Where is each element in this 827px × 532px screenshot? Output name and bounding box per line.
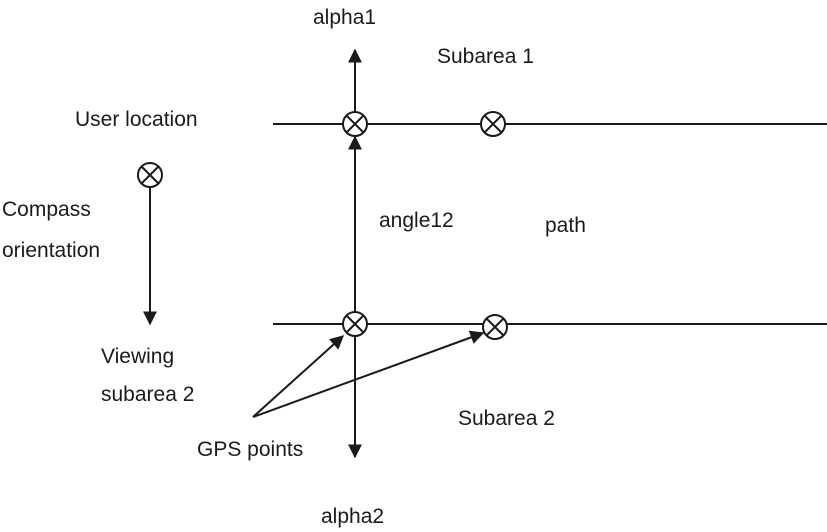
viewing-label: Viewing <box>101 345 175 368</box>
gps-marker-subarea2-a <box>342 311 368 337</box>
gps-arrow-2 <box>252 330 485 418</box>
gps-marker-subarea1-b <box>480 111 506 137</box>
alpha2-label: alpha2 <box>321 505 385 528</box>
subarea1-label: Subarea 1 <box>437 45 534 68</box>
gps-marker-subarea2-b <box>482 314 508 340</box>
angle12-label: angle12 <box>379 209 454 232</box>
gps-points-label: GPS points <box>197 438 304 461</box>
path-label: path <box>545 214 586 237</box>
compass-label: Compass <box>2 198 91 221</box>
user-location-marker <box>137 162 163 188</box>
orientation-label: orientation <box>2 239 101 262</box>
subarea2-label: Subarea 2 <box>458 407 555 430</box>
viewing-subarea2-label: subarea 2 <box>101 383 195 406</box>
gps-arrow-1 <box>252 335 345 418</box>
user-location-label: User location <box>75 108 198 131</box>
alpha1-label: alpha1 <box>313 6 377 29</box>
gps-marker-subarea1-a <box>342 111 368 137</box>
